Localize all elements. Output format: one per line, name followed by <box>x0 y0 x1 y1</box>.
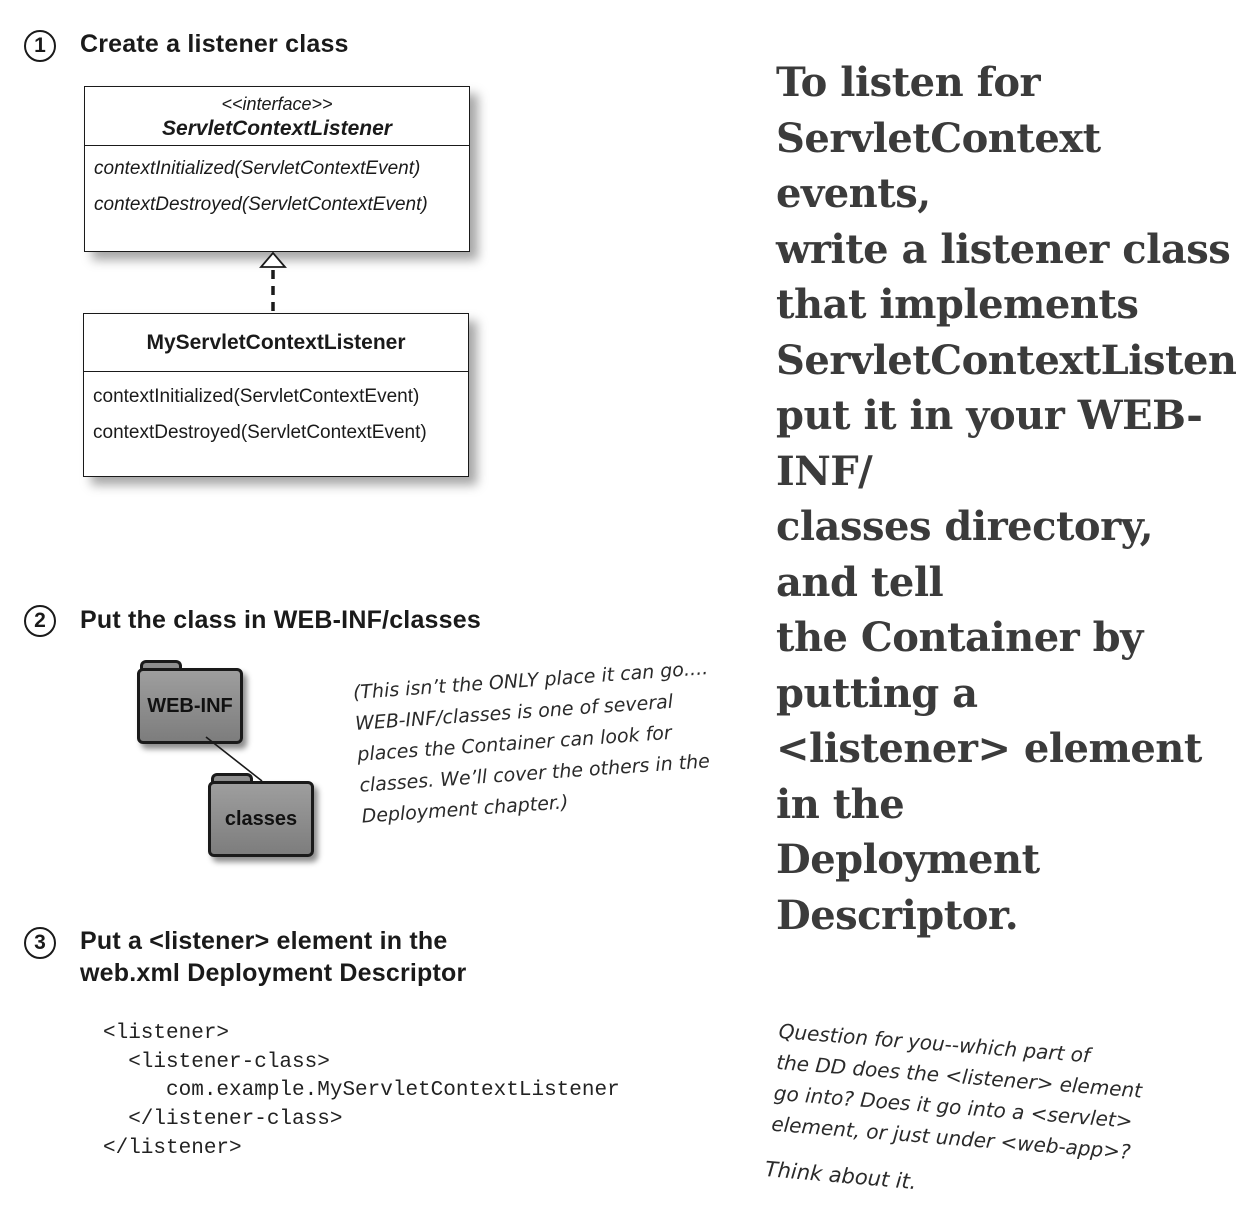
main-explanation-note: To listen for ServletContext events, wri… <box>776 55 1236 943</box>
think-about-it-note: Think about it. <box>763 1157 918 1195</box>
realization-arrow <box>259 251 287 312</box>
step-2-title: Put the class in WEB-INF/classes <box>80 606 481 634</box>
interface-stereotype: <<interface>> <box>221 94 333 114</box>
code-line: <listener-class> <box>103 1050 330 1074</box>
folder-connector-line <box>205 736 263 782</box>
code-line: com.example.MyServletContextListener <box>103 1079 620 1103</box>
note-line: classes directory, and tell <box>776 503 1154 606</box>
web-inf-folder-icon: WEB-INF <box>137 668 243 744</box>
code-line: <listener> <box>103 1022 230 1045</box>
classes-folder-icon: classes <box>208 781 314 857</box>
step-3-title-line2: web.xml Deployment Descriptor <box>80 959 467 987</box>
question-side-note: Question for you--which part of the DD d… <box>770 1016 1178 1171</box>
note-line: ServletContextListener, <box>776 336 1236 384</box>
impl-name: MyServletContextListener <box>84 314 468 372</box>
note-line: Deployment Descriptor. <box>776 836 1040 939</box>
folder-side-note: (This isn’t the ONLY place it can go....… <box>352 649 782 833</box>
step-1-title: Create a listener class <box>80 30 349 58</box>
note-line: To listen for <box>776 59 1041 106</box>
step-2-number: 2 <box>24 605 56 637</box>
web-xml-code-block: <listener> <listener-class> com.example.… <box>103 1020 620 1164</box>
impl-method: contextDestroyed(ServletContextEvent) <box>93 422 427 443</box>
note-line: the Container by putting a <box>776 614 1143 717</box>
interface-method: contextDestroyed(ServletContextEvent) <box>94 194 428 215</box>
note-line: put it in your WEB-INF/ <box>776 392 1203 495</box>
interface-uml-box: <<interface>> ServletContextListener con… <box>84 86 470 252</box>
interface-header: <<interface>> ServletContextListener <box>85 87 469 146</box>
code-line: </listener> <box>103 1136 242 1160</box>
impl-methods: contextInitialized(ServletContextEvent) … <box>84 372 468 451</box>
impl-uml-box: MyServletContextListener contextInitiali… <box>83 313 469 477</box>
impl-method: contextInitialized(ServletContextEvent) <box>93 386 420 407</box>
note-line: <listener> element in the <box>776 725 1202 828</box>
step-3-title-line1: Put a <listener> element in the <box>80 927 448 955</box>
interface-methods: contextInitialized(ServletContextEvent) … <box>85 146 469 223</box>
note-line: ServletContext events, <box>776 114 1101 218</box>
step-1-number: 1 <box>24 30 56 62</box>
code-line: </listener-class> <box>103 1108 343 1132</box>
note-line: write a listener class <box>776 225 1231 273</box>
step-3-number: 3 <box>24 927 56 959</box>
interface-name: ServletContextListener <box>162 117 392 140</box>
interface-method: contextInitialized(ServletContextEvent) <box>94 158 421 179</box>
note-line: that implements <box>776 281 1139 328</box>
